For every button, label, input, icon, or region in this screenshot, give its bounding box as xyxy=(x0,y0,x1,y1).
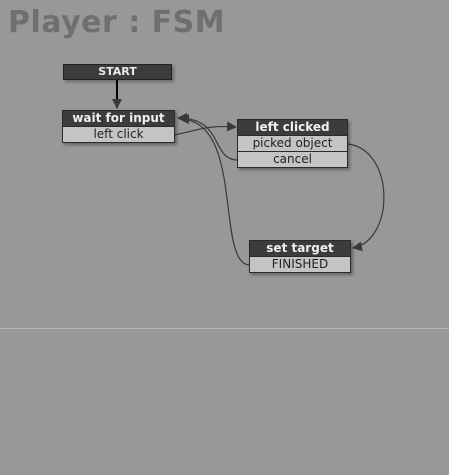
transition-left-click[interactable]: left click xyxy=(63,126,174,142)
state-set-target[interactable]: set target FINISHED xyxy=(249,240,351,273)
state-header[interactable]: wait for input xyxy=(63,111,174,126)
link-cancel xyxy=(177,113,239,161)
state-header[interactable]: set target xyxy=(250,241,350,256)
transition-picked-object[interactable]: picked object xyxy=(238,135,347,151)
link-finished xyxy=(179,114,251,266)
transition-finished[interactable]: FINISHED xyxy=(250,256,350,272)
start-node[interactable]: START xyxy=(63,64,172,80)
panel-divider xyxy=(0,328,449,329)
fsm-title: Player : FSM xyxy=(8,5,226,40)
link-picked-object xyxy=(347,143,385,252)
transition-cancel[interactable]: cancel xyxy=(238,151,347,167)
state-left-clicked[interactable]: left clicked picked object cancel xyxy=(237,119,348,168)
state-wait-for-input[interactable]: wait for input left click xyxy=(62,110,175,143)
state-header[interactable]: left clicked xyxy=(238,120,347,135)
